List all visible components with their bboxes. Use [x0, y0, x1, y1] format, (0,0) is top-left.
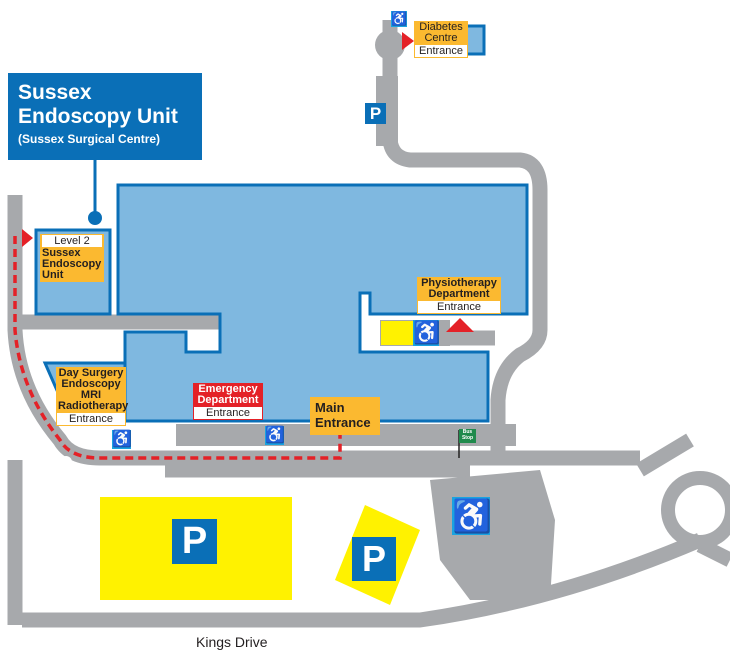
- disabled-parking-area: [430, 470, 555, 600]
- label-line: Day Surgery: [58, 367, 124, 379]
- roundabout: [661, 471, 730, 549]
- main-hospital-building: [116, 183, 529, 423]
- level2-head: Level 2: [42, 235, 102, 247]
- label-line: Emergency: [198, 383, 258, 395]
- main-entrance-label[interactable]: Main Entrance: [310, 397, 380, 435]
- diabetes-entrance-arrow-icon: [402, 32, 414, 50]
- label-line: MRI: [80, 389, 102, 401]
- disabled-icon: ♿: [413, 320, 441, 346]
- label-line: Diabetes: [419, 21, 463, 33]
- physio-entrance-arrow-icon: [446, 318, 474, 332]
- label-line: Entrance: [315, 415, 371, 430]
- level2-body: Sussex Endoscopy Unit: [42, 247, 102, 281]
- label-line: Department: [428, 288, 490, 300]
- disabled-icon: ♿: [391, 11, 408, 27]
- turning-circle: [375, 30, 405, 60]
- entrance-text: Entrance: [418, 301, 500, 313]
- bus-stop-text: Bus Stop: [461, 429, 474, 441]
- bus-stop-icon: [459, 429, 476, 443]
- disabled-parking-icon: ♿: [452, 497, 492, 535]
- day-surgery-label[interactable]: Day Surgery Endoscopy MRI Radiotherapy E…: [56, 367, 129, 426]
- diabetes-label[interactable]: Diabetes Centre Entrance: [414, 21, 468, 58]
- label-line: Centre: [424, 32, 458, 44]
- unit-title: Sussex Endoscopy Unit: [18, 81, 178, 128]
- disabled-icon: ♿: [265, 426, 285, 445]
- entrance-text: Entrance: [415, 45, 467, 57]
- diabetes-building: [464, 24, 486, 56]
- label-line: Department: [197, 394, 259, 406]
- walking-route: [13, 236, 342, 460]
- label-line: Physiotherapy: [421, 277, 497, 289]
- entrance-text: Entrance: [57, 413, 125, 425]
- unit-title-box: Sussex Endoscopy Unit (Sussex Surgical C…: [8, 73, 202, 160]
- disabled-icon: ♿: [112, 430, 132, 449]
- level2-label[interactable]: Level 2 Sussex Endoscopy Unit: [40, 234, 104, 282]
- parking-icon: P: [352, 537, 396, 581]
- location-pin: [88, 211, 102, 225]
- parking-icon: P: [172, 519, 217, 564]
- unit-subtitle: (Sussex Surgical Centre): [18, 132, 161, 146]
- physio-label[interactable]: Physiotherapy Department Entrance: [417, 277, 501, 314]
- label-line: Main: [315, 400, 345, 415]
- label-line: Endoscopy: [61, 378, 121, 390]
- label-line: Radiotherapy: [58, 400, 129, 412]
- entrance-text: Entrance: [194, 407, 262, 419]
- road-name: Kings Drive: [196, 634, 268, 650]
- route-arrow-icon: [22, 229, 33, 247]
- parking-icon: P: [365, 103, 386, 124]
- emergency-label[interactable]: Emergency Department Entrance: [193, 383, 263, 420]
